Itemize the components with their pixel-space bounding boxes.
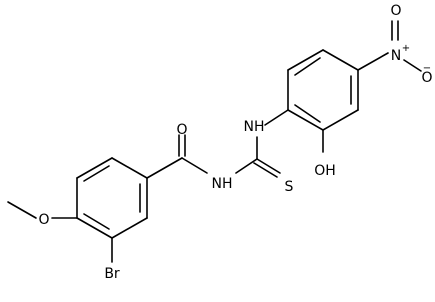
nitro-nitrogen-label: N	[391, 48, 401, 64]
thione-sulfur-label: S	[285, 179, 294, 195]
bromine-label: Br	[104, 266, 120, 282]
thio-nh-label: NH	[244, 119, 265, 135]
nitro-plus-charge: +	[402, 43, 410, 54]
carbonyl-group	[146, 134, 208, 179]
methyl-bond	[7, 201, 37, 219]
nitro-minus-charge: −	[423, 63, 431, 74]
methoxy-oxygen-label: O	[38, 212, 49, 228]
carbonyl-oxygen-label: O	[176, 122, 187, 138]
nitro-bond	[357, 52, 389, 71]
amide-nh-label: NH	[212, 176, 233, 192]
nitro-single-bond	[403, 59, 422, 72]
thiourea-bonds	[235, 109, 289, 178]
nitro-oxygen-right-label: O	[421, 70, 432, 86]
nitro-oxygen-top-label: O	[390, 3, 401, 19]
left-benzene-ring	[76, 157, 148, 239]
right-benzene-ring	[287, 49, 359, 131]
hydroxyl-label: OH	[314, 163, 336, 179]
